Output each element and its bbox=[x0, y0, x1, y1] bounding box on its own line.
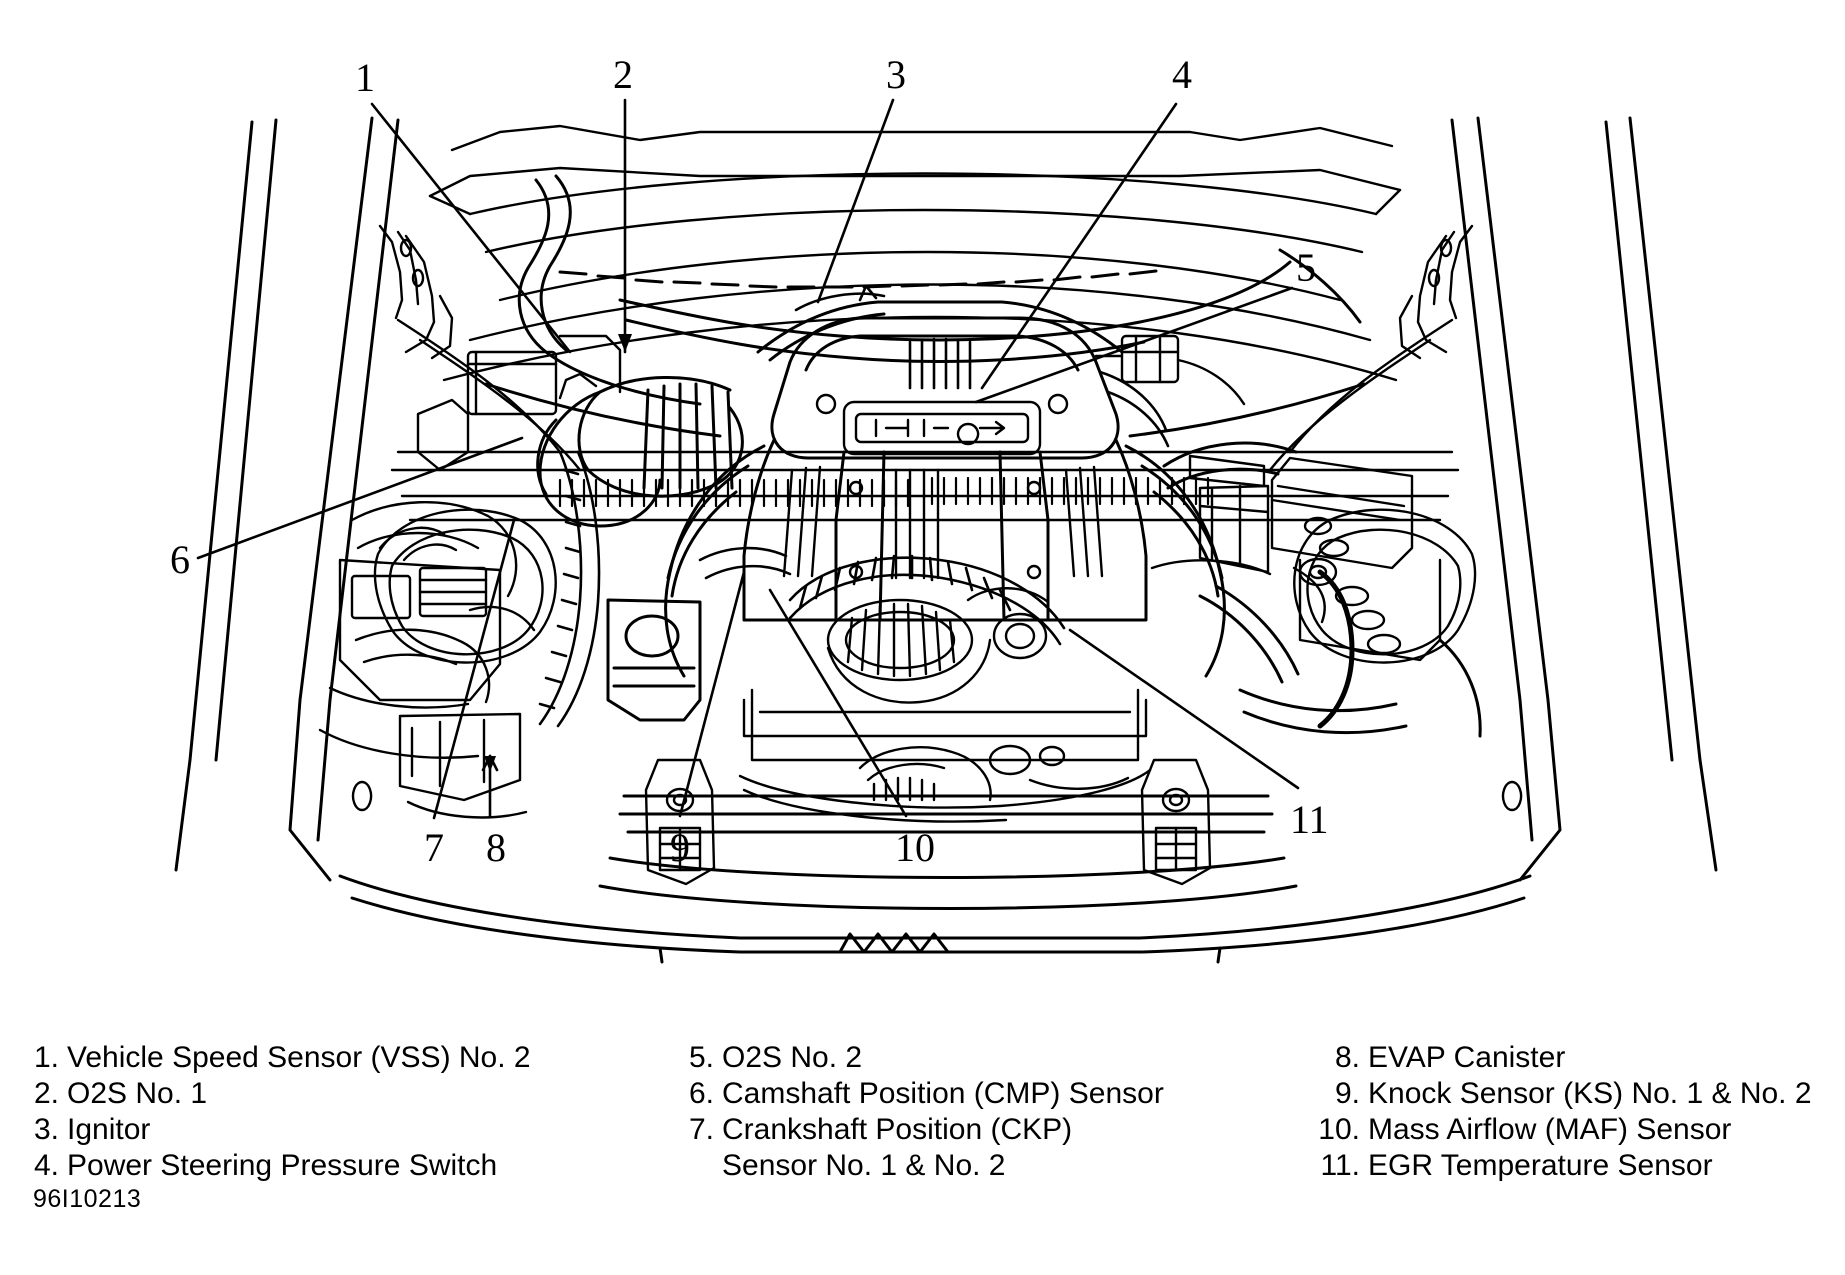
legend-item-number: 10. bbox=[1318, 1113, 1360, 1146]
front-crossmember bbox=[598, 794, 1298, 910]
legend-item-number: 3. bbox=[33, 1113, 59, 1146]
grommet-left bbox=[351, 780, 373, 812]
legend-item-number: 5. bbox=[688, 1041, 714, 1074]
drawing-id-number: 96I10213 bbox=[33, 1185, 142, 1213]
hood-hinge-right bbox=[1398, 224, 1474, 360]
body-outline bbox=[174, 116, 1718, 882]
legend-item-label: Vehicle Speed Sensor (VSS) No. 2 bbox=[67, 1041, 531, 1074]
heat-shield bbox=[738, 768, 1152, 823]
legend-item-number: 6. bbox=[688, 1077, 714, 1110]
legend-item-label: Camshaft Position (CMP) Sensor bbox=[722, 1077, 1164, 1110]
legend-item-number: 7. bbox=[688, 1113, 714, 1146]
intake-runners bbox=[664, 444, 1226, 678]
battery bbox=[1270, 456, 1442, 662]
legend-item-label-continued: Sensor No. 1 & No. 2 bbox=[722, 1149, 1006, 1182]
legend-item: 9. Knock Sensor (KS) No. 1 & No. 2 bbox=[1318, 1076, 1838, 1112]
legend-item: 11. EGR Temperature Sensor bbox=[1318, 1148, 1838, 1184]
maf-sensor bbox=[558, 372, 598, 400]
engine-top-wiring bbox=[698, 284, 1170, 580]
cowl-panel bbox=[428, 124, 1402, 254]
legend-item-label: EGR Temperature Sensor bbox=[1368, 1149, 1713, 1182]
legend-column-1: 1. Vehicle Speed Sensor (VSS) No. 2 2. O… bbox=[33, 1040, 673, 1184]
legend-item: 4. Power Steering Pressure Switch bbox=[33, 1148, 673, 1184]
engine-lower-block bbox=[742, 688, 1148, 762]
left-bank-harness bbox=[538, 450, 601, 728]
engine-cover-lower bbox=[742, 438, 1148, 622]
legend-item: 2. O2S No. 1 bbox=[33, 1076, 673, 1112]
accessory-drive bbox=[826, 587, 1050, 704]
legend-item-label: Knock Sensor (KS) No. 1 & No. 2 bbox=[1368, 1077, 1812, 1110]
legend-item-number: 1. bbox=[33, 1041, 59, 1074]
legend-item: 3. Ignitor bbox=[33, 1112, 673, 1148]
battery-terminal bbox=[1298, 557, 1338, 587]
legend-item-number: 8. bbox=[1334, 1041, 1360, 1074]
strut-tower-right bbox=[1293, 508, 1477, 664]
engine-emblem-plate bbox=[842, 400, 1042, 456]
legend-item: 1. Vehicle Speed Sensor (VSS) No. 2 bbox=[33, 1040, 673, 1076]
grommet-right bbox=[1501, 780, 1523, 812]
arrow-marker-8 bbox=[481, 754, 499, 772]
legend-item: 5. O2S No. 2 bbox=[688, 1040, 1308, 1076]
lower-center-detail bbox=[858, 744, 1130, 802]
legend-column-2: 5. O2S No. 2 6. Camshaft Position (CMP) … bbox=[688, 1040, 1308, 1184]
callout-number-9: 9 bbox=[670, 825, 690, 870]
callout-number-11: 11 bbox=[1290, 797, 1329, 842]
legend-item: 10. Mass Airflow (MAF) Sensor bbox=[1318, 1112, 1838, 1148]
callout-number-4: 4 bbox=[1172, 52, 1192, 97]
callout-number-6: 6 bbox=[170, 537, 190, 582]
legend-item-label: O2S No. 1 bbox=[67, 1077, 208, 1110]
legend-item-label: Ignitor bbox=[67, 1113, 151, 1146]
legend-item: 7. Crankshaft Position (CKP) bbox=[688, 1112, 1308, 1148]
legend-item-label: Crankshaft Position (CKP) bbox=[722, 1113, 1073, 1146]
legend-item: 8. EVAP Canister bbox=[1318, 1040, 1838, 1076]
legend-item-number: 4. bbox=[33, 1149, 59, 1182]
legend-item-label: O2S No. 2 bbox=[722, 1041, 863, 1074]
air-intake-tube bbox=[536, 376, 744, 528]
legend-item-number: 9. bbox=[1334, 1077, 1360, 1110]
left-coolant-pipe bbox=[606, 598, 702, 722]
legend-item: 6. Camshaft Position (CMP) Sensor bbox=[688, 1076, 1308, 1112]
hood-hinge-left bbox=[378, 224, 454, 360]
wiring-harness bbox=[484, 174, 1366, 438]
callout-number-2: 2 bbox=[613, 52, 633, 97]
legend-column-3: 8. EVAP Canister 9. Knock Sensor (KS) No… bbox=[1318, 1040, 1838, 1184]
callout-number-5: 5 bbox=[1296, 245, 1316, 290]
right-relay-box bbox=[1150, 454, 1272, 576]
component-legend: 1. Vehicle Speed Sensor (VSS) No. 2 2. O… bbox=[0, 1040, 1845, 1220]
corrugated-hose bbox=[788, 554, 1066, 646]
legend-item-number: 11. bbox=[1320, 1149, 1360, 1182]
legend-item-label: Mass Airflow (MAF) Sensor bbox=[1368, 1113, 1732, 1146]
legend-item-label: EVAP Canister bbox=[1368, 1041, 1566, 1074]
cowl-vent-dashes bbox=[558, 269, 1158, 289]
callout-leader-lines bbox=[196, 98, 1300, 820]
intake-manifold-plenum bbox=[756, 300, 1124, 460]
legend-item-label: Power Steering Pressure Switch bbox=[67, 1149, 498, 1182]
callout-number-7: 7 bbox=[424, 825, 444, 870]
fender-inner-edges bbox=[396, 318, 1454, 472]
legend-item-number: 2. bbox=[33, 1077, 59, 1110]
callout-number-10: 10 bbox=[895, 825, 935, 870]
lower-valance bbox=[338, 874, 1532, 964]
engine-mount-right bbox=[1140, 758, 1212, 886]
callout-number-3: 3 bbox=[886, 52, 906, 97]
callout-number-1: 1 bbox=[355, 55, 375, 100]
left-lower-boxes bbox=[398, 712, 528, 819]
left-fender-components bbox=[318, 334, 622, 759]
right-hoses bbox=[1162, 441, 1482, 738]
plenum-vent-slots bbox=[908, 337, 972, 390]
callout-number-8: 8 bbox=[486, 825, 506, 870]
legend-item-continuation: Sensor No. 1 & No. 2 bbox=[688, 1148, 1308, 1184]
engine-mount-left bbox=[644, 758, 716, 886]
